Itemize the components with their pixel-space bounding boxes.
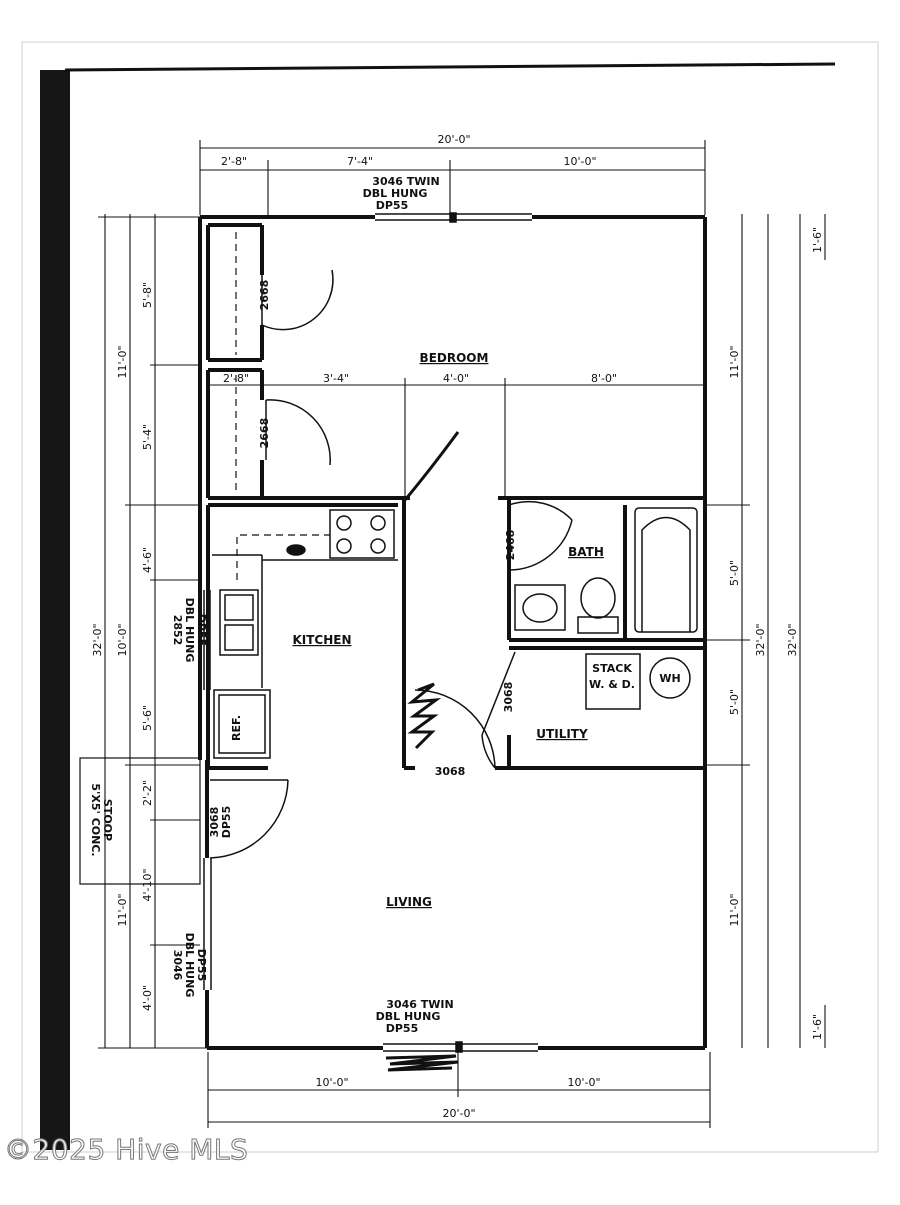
dim-left-upper: 11'-0" [116,345,129,378]
door-closet1: 2668 [258,280,271,311]
label-water-heater: WH [659,672,680,685]
label-washer-dryer: W. & D. [589,678,635,691]
window-living-line3: DP55 [195,949,208,982]
mls-watermark: ©2025 Hive MLS [3,1133,249,1167]
stoop-outline [79,757,201,885]
dim-left-total: 32'-0" [91,623,104,656]
room-label-bath: BATH [568,545,604,559]
dim-left-s5: 2'-2" [141,780,154,806]
scan-top-edge [64,62,836,72]
dim-right-total-b: 32'-0" [786,623,799,656]
room-label-utility: UTILITY [536,727,588,741]
stoop-label-line1: 5'X5' CONC. [89,783,102,856]
dim-top-c: 10'-0" [563,155,596,168]
dim-left-s3: 4'-6" [141,547,154,573]
door-kitchen: 3068 [435,765,466,778]
room-label-bedroom: BEDROOM [420,351,489,365]
window-kitchen-line2: DBL HUNG [183,598,196,663]
dashed-lines [235,232,330,580]
dim-mid-b: 3'-4" [323,372,349,385]
window-kitchen-line1: 2852 [171,615,184,646]
interior-walls [206,223,705,770]
scribbles [385,682,459,1072]
dim-right-upper: 11'-0" [728,345,741,378]
window-top-line1: 3046 TWIN [372,175,439,188]
window-bottom-line1: 3046 TWIN [386,998,453,1011]
door-swings [209,269,573,859]
dim-right-top-small: 1'-6" [811,227,824,253]
dim-bottom-b: 10'-0" [567,1076,600,1089]
dim-left-s2: 5'-4" [141,424,154,450]
room-label-living: LIVING [386,895,432,909]
dim-left-lower: 11'-0" [116,893,129,926]
room-label-kitchen: KITCHEN [292,633,351,647]
window-kitchen-line3: DP55 [195,614,208,647]
dim-left-s6: 4'-10" [141,868,154,901]
window-bottom-line3: DP55 [386,1022,419,1035]
windows [203,212,538,1053]
window-living-line2: DBL HUNG [183,933,196,998]
stoop-label-line2: STOOP [101,799,114,841]
window-top-line3: DP55 [376,199,409,212]
door-entry-line2: DP55 [220,806,233,839]
dim-right-s2: 5'-0" [728,689,741,715]
door-utility: 3068 [502,682,515,713]
scan-sheet [21,41,879,1153]
label-stack: STACK [592,662,632,675]
dim-mid-d: 8'-0" [591,372,617,385]
dim-right-total-a: 32'-0" [754,623,767,656]
window-top-line2: DBL HUNG [363,187,428,200]
dimension-lines [98,140,826,1128]
dim-bottom-total: 20'-0" [442,1107,475,1120]
scan-shadow [40,70,70,1150]
window-bottom-line2: DBL HUNG [376,1010,441,1023]
window-living-line1: 3046 [171,950,184,981]
dim-left-s1: 5'-8" [141,282,154,308]
dim-top-total: 20'-0" [437,133,470,146]
dim-right-lower: 11'-0" [728,893,741,926]
door-bath: 2468 [504,530,517,561]
dim-top-b: 7'-4" [347,155,373,168]
exterior-walls [198,215,707,1050]
dim-left-s4: 5'-6" [141,705,154,731]
dim-mid-a: 2'-8" [223,372,249,385]
utility-fixtures [585,653,691,710]
dim-top-a: 2'-8" [221,155,247,168]
dim-bottom-a: 10'-0" [315,1076,348,1089]
dim-left-s7: 4'-0" [141,985,154,1011]
dim-mid-c: 4'-0" [443,372,469,385]
label-refrigerator: REF. [230,715,243,741]
door-closet2: 2668 [258,418,271,449]
door-entry-line1: 3068 [208,807,221,838]
bath-fixtures [514,507,698,634]
dim-right-bottom-small: 1'-6" [811,1014,824,1040]
dim-right-s1: 5'-0" [728,560,741,586]
kitchen-fixtures [212,509,398,759]
dim-left-mid: 10'-0" [116,623,129,656]
